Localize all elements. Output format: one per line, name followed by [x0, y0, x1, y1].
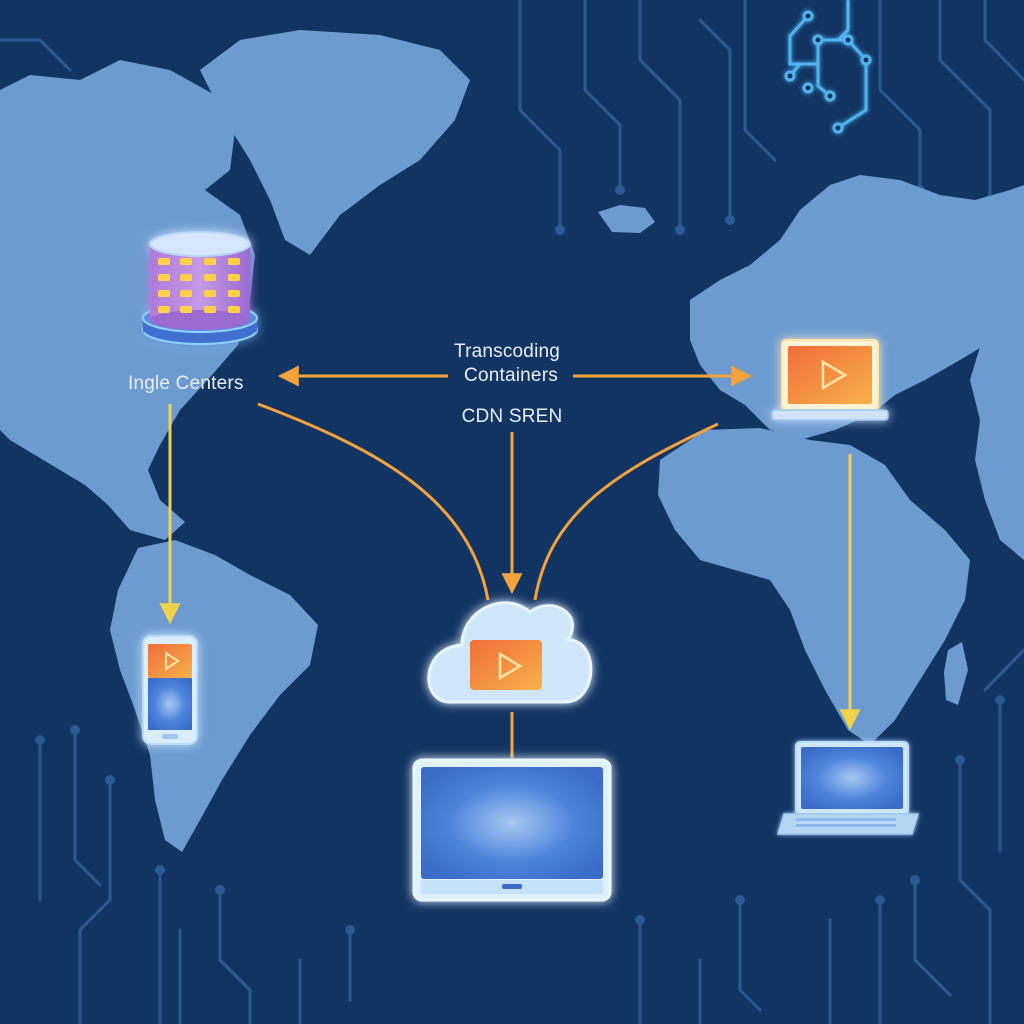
madagascar [944, 642, 968, 705]
smartphone-play-icon [142, 635, 198, 745]
north-america [0, 60, 255, 540]
africa [658, 428, 970, 745]
greenland [200, 30, 470, 255]
ingest-centers-label: Ingle Centers [128, 373, 244, 394]
network-tree-icon [784, 0, 872, 134]
transcoding-label-line2: Containers [464, 365, 558, 386]
laptop-play-icon [771, 339, 889, 421]
database-lights [158, 258, 240, 313]
connectors [159, 365, 861, 758]
curve-europe-to-cloud [533, 422, 719, 601]
world-map [0, 30, 1024, 852]
cloud-play-icon [427, 601, 593, 704]
transcoding-label-line1: Transcoding [454, 341, 560, 362]
database-server-icon [142, 231, 258, 345]
cdn-label: CDN SREN [462, 406, 563, 427]
asia-edge [970, 290, 1024, 560]
laptop-icon [776, 741, 920, 835]
curve-ingest-to-cloud [257, 402, 490, 601]
monitor-icon [412, 758, 612, 902]
iceland [598, 205, 655, 233]
europe [690, 175, 1024, 440]
